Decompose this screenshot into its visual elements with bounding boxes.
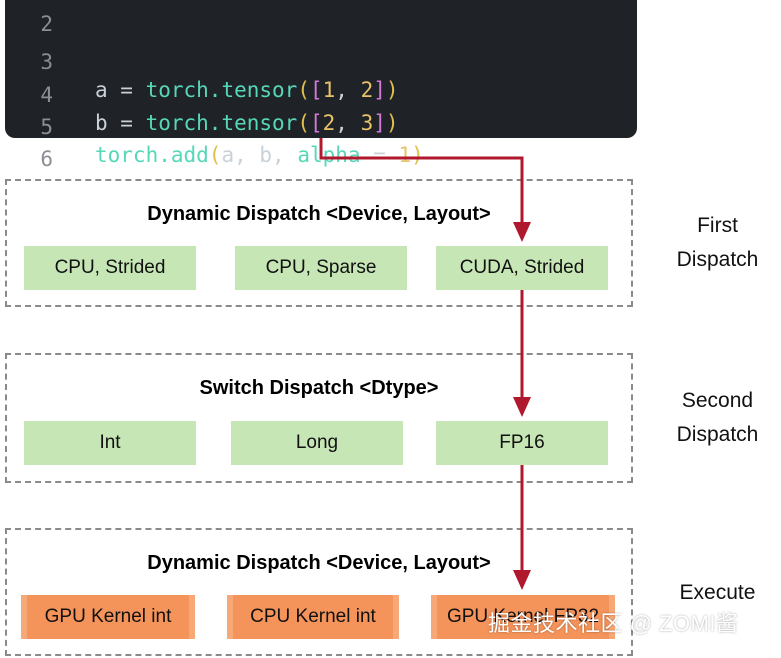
code-line-2: 2: [5, 0, 56, 36]
side-label-execute: Execute: [660, 576, 775, 610]
code-line-4: 4 b = torch.tensor([2, 3]): [5, 53, 398, 135]
code-token: ): [411, 143, 424, 167]
group-title: Switch Dispatch <Dtype>: [199, 377, 439, 399]
code-token: alpha: [297, 143, 361, 167]
code-text: torch.add(a, b, alpha = 1): [95, 141, 424, 169]
dispatch-group-first: Dynamic Dispatch <Device, Layout>: [5, 179, 633, 307]
dispatch-key-box: CUDA, Strided: [436, 246, 608, 290]
code-line-6: 6: [5, 117, 56, 171]
code-token: 2: [322, 111, 336, 135]
code-token: a, b,: [221, 143, 298, 167]
code-text: a = torch.tensor([1, 2]): [95, 76, 399, 104]
code-token: ]: [373, 111, 386, 135]
code-token: =: [107, 111, 146, 135]
code-token: torch.add: [95, 143, 209, 167]
code-token: ): [385, 78, 399, 102]
watermark: 掘金技术社区 @ ZOMI酱: [488, 611, 739, 636]
side-label-first: First Dispatch: [660, 209, 775, 277]
side-label-line: Dispatch: [676, 423, 759, 446]
code-text: b = torch.tensor([2, 3]): [95, 109, 399, 137]
line-number: 2: [40, 12, 53, 36]
arrow-code-to-first: [319, 138, 524, 226]
code-token: =: [360, 143, 399, 167]
code-token: b: [95, 111, 108, 135]
code-token: =: [107, 78, 146, 102]
arrowhead: [513, 397, 531, 417]
dtype-box: Long: [231, 421, 403, 465]
code-token: a: [95, 78, 108, 102]
line-number: 5: [40, 115, 53, 139]
dispatch-key-box: CPU, Strided: [24, 246, 196, 290]
side-label-line: Dispatch: [676, 248, 759, 271]
code-token: torch.tensor: [145, 78, 298, 102]
side-label-line: Second: [681, 389, 754, 412]
code-editor: 2 3 a = torch.tensor([1, 2]) 4 b = torch…: [5, 0, 637, 171]
code-token: ): [385, 111, 399, 135]
code-token: [: [309, 111, 323, 135]
code-token: 2: [360, 78, 374, 102]
side-label-line: Execute: [679, 581, 756, 604]
code-token: 3: [360, 111, 374, 135]
side-label-line: First: [697, 214, 738, 237]
kernel-box: CPU Kernel int: [227, 595, 399, 639]
dtype-box: FP16: [436, 421, 608, 465]
kernel-box: GPU Kernel int: [21, 595, 195, 639]
code-token: ]: [373, 78, 386, 102]
code-token: ,: [335, 78, 361, 102]
execute-group: Dynamic Dispatch <Device, Layout>: [5, 528, 633, 656]
dispatch-key-box: CPU, Sparse: [235, 246, 407, 290]
dispatch-group-second: Switch Dispatch <Dtype>: [5, 353, 633, 483]
code-line-5: 5 torch.add(a, b, alpha = 1): [5, 85, 423, 167]
group-title: Dynamic Dispatch <Device, Layout>: [147, 203, 491, 225]
code-line-3: 3 a = torch.tensor([1, 2]): [5, 20, 398, 102]
arrowhead: [513, 570, 531, 590]
code-token: 1: [398, 143, 412, 167]
code-token: ,: [335, 111, 361, 135]
line-number: 6: [40, 147, 53, 171]
line-number: 3: [40, 50, 53, 74]
code-token: [: [309, 78, 323, 102]
code-token: torch.tensor: [145, 111, 298, 135]
arrowhead: [513, 222, 531, 242]
code-token: (: [297, 78, 310, 102]
side-label-second: Second Dispatch: [660, 384, 775, 452]
code-token: 1: [322, 78, 336, 102]
code-token: (: [208, 143, 222, 167]
group-title: Dynamic Dispatch <Device, Layout>: [147, 552, 491, 574]
kernel-box: GPU Kernel FP32: [431, 595, 615, 639]
line-number: 4: [40, 83, 53, 107]
dtype-box: Int: [24, 421, 196, 465]
code-token: (: [297, 111, 310, 135]
